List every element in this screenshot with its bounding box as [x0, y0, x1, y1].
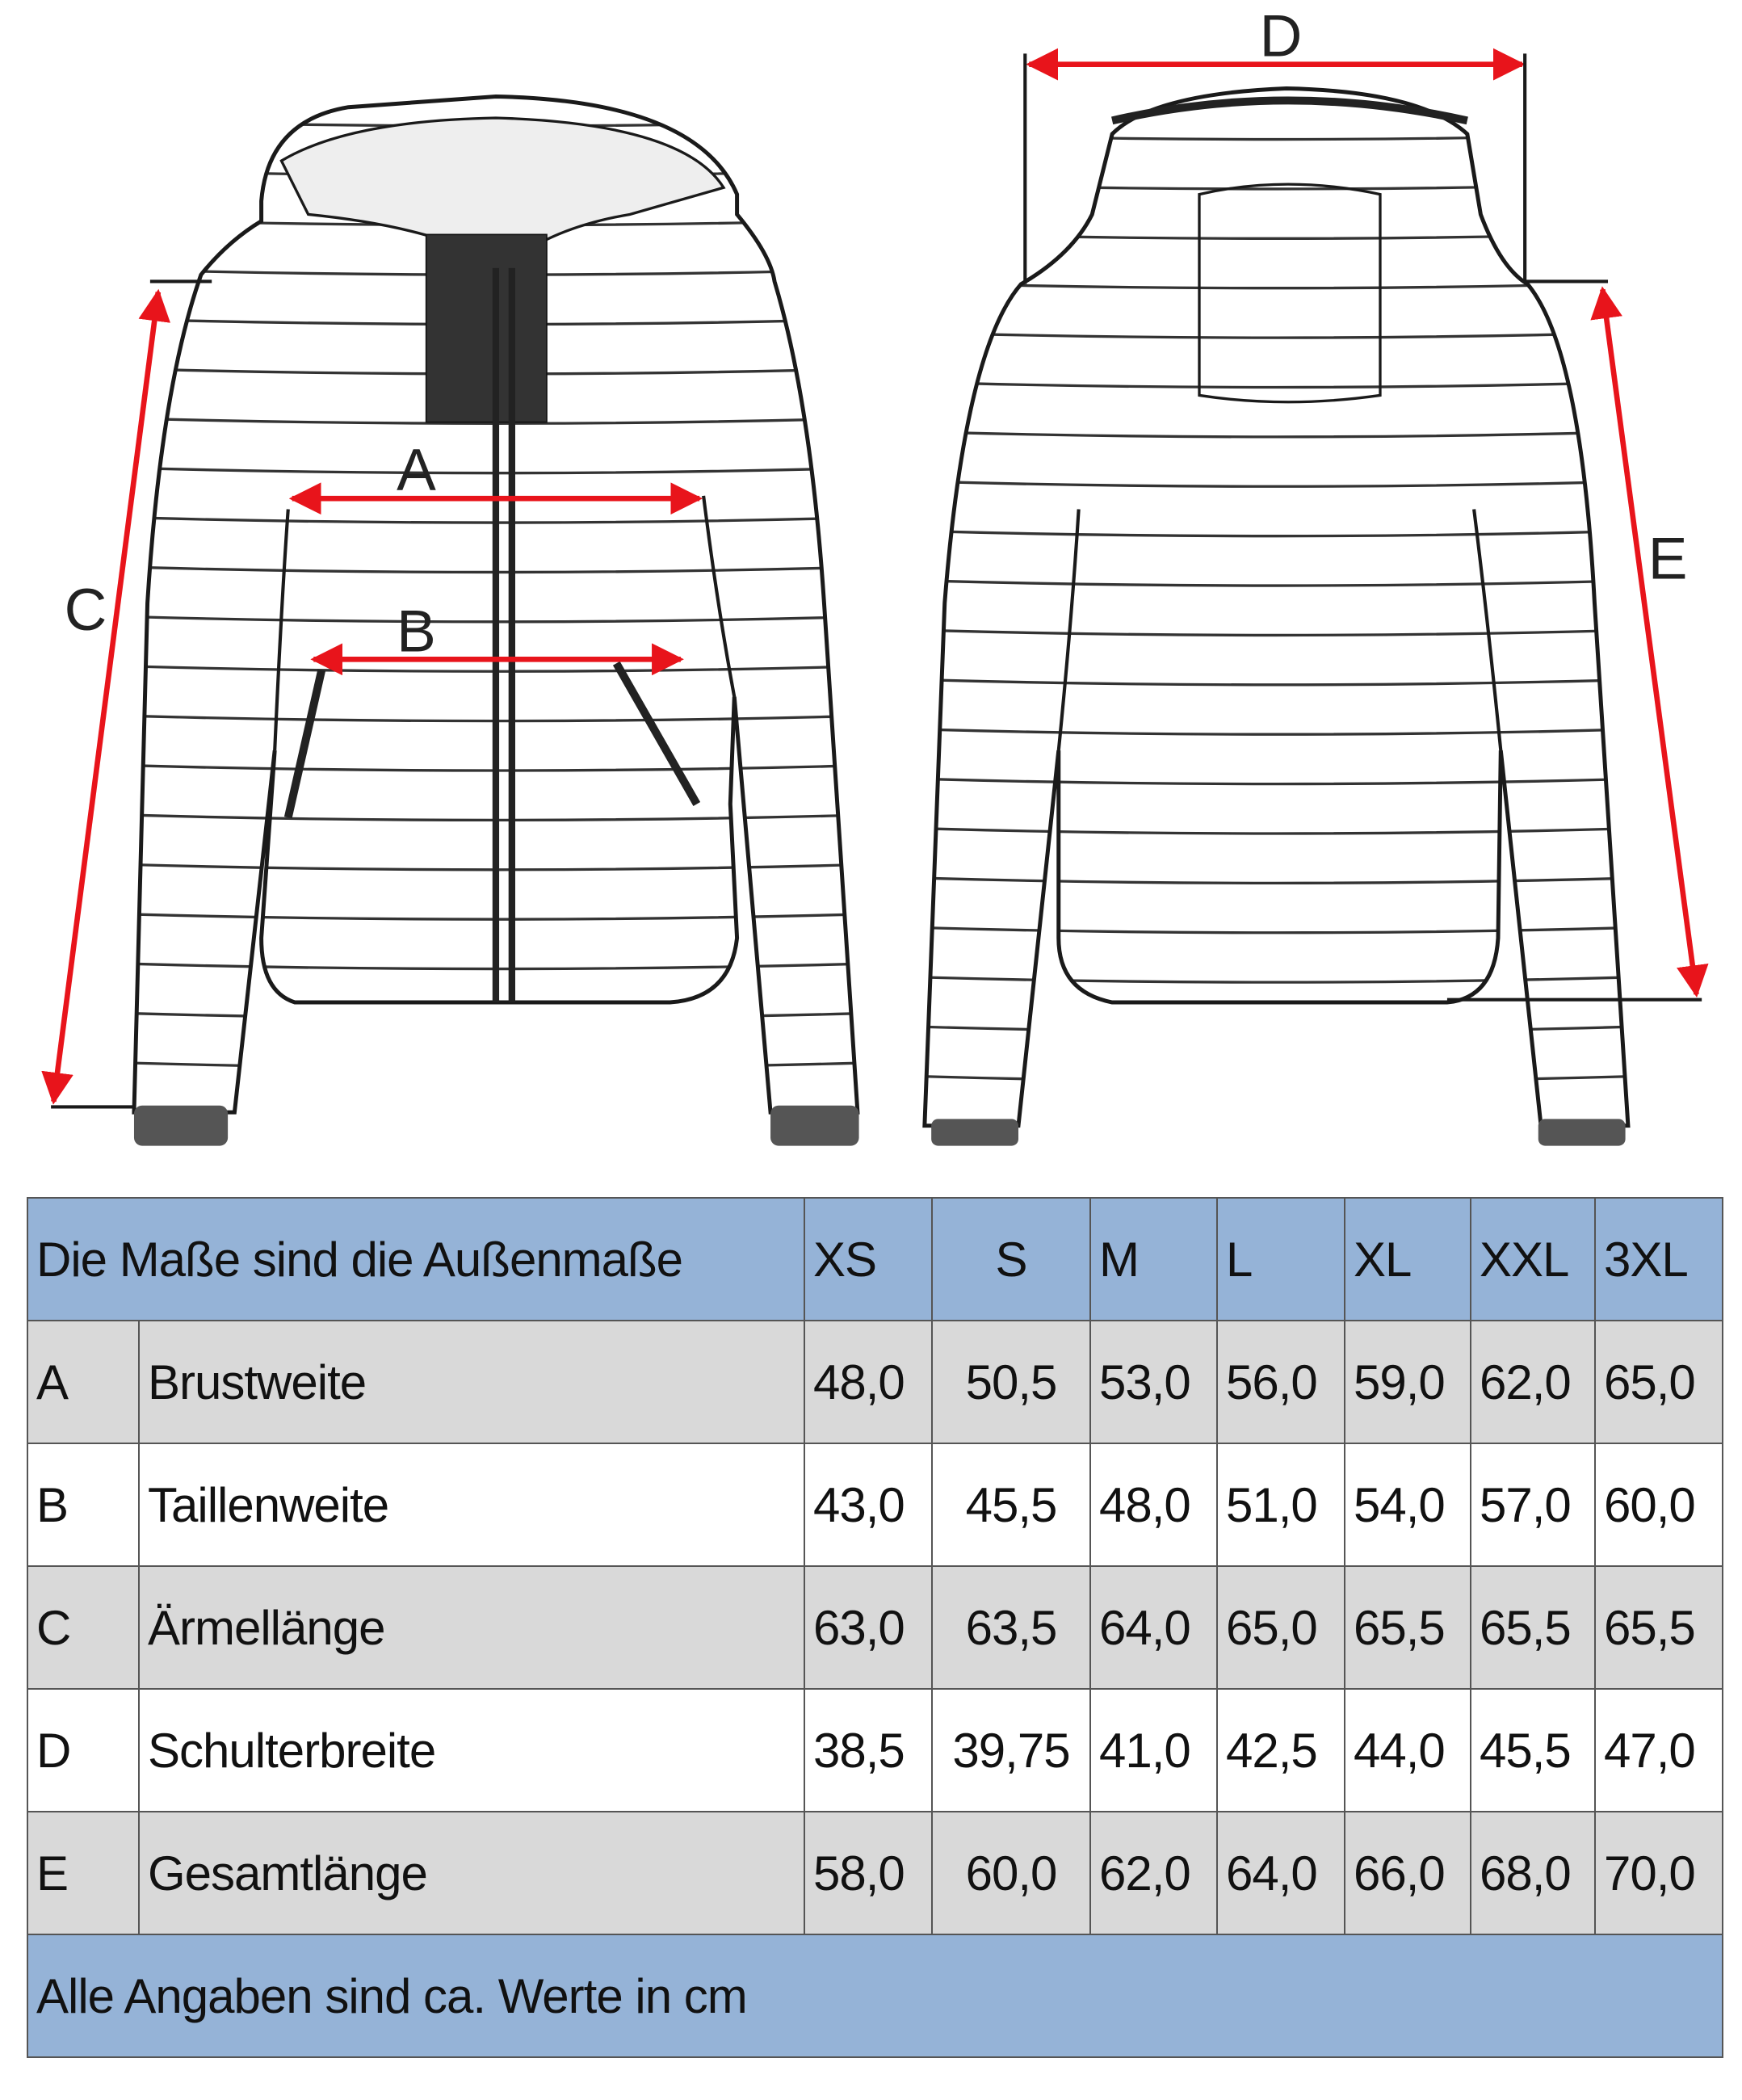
measurement-value: 60,0	[931, 1811, 1091, 1935]
measurement-name: Taillenweite	[138, 1443, 805, 1567]
measurement-value: 66,0	[1344, 1811, 1471, 1935]
measurement-value: 64,0	[1216, 1811, 1345, 1935]
measurement-value: 48,0	[804, 1320, 933, 1444]
measurement-key: E	[27, 1811, 140, 1935]
measurement-value: 62,0	[1089, 1811, 1218, 1935]
footer-note: Alle Angaben sind ca. Werte in cm	[27, 1934, 1723, 2058]
quilting-line	[924, 330, 1628, 339]
measurement-value: 42,5	[1216, 1688, 1345, 1812]
measurement-value: 39,75	[931, 1688, 1091, 1812]
measurement-value: 65,5	[1594, 1565, 1723, 1690]
size-header: L	[1216, 1197, 1345, 1321]
size-header: XL	[1344, 1197, 1471, 1321]
measurement-value: 62,0	[1470, 1320, 1596, 1444]
measurement-key: B	[27, 1443, 140, 1567]
quilting-line	[924, 380, 1628, 389]
quilting-line	[924, 628, 1628, 637]
measurement-key: A	[27, 1320, 140, 1444]
quilting-line	[924, 479, 1628, 488]
measurement-value: 65,0	[1216, 1565, 1345, 1690]
measurement-value: 57,0	[1470, 1443, 1596, 1567]
arrow-c	[41, 288, 170, 1105]
left-cuff	[133, 1105, 229, 1146]
measurement-value: 65,5	[1344, 1565, 1471, 1690]
quilting-line	[924, 232, 1628, 240]
size-header: XS	[804, 1197, 933, 1321]
measurement-arrows	[41, 48, 1709, 1105]
measurement-name: Ärmellänge	[138, 1565, 805, 1690]
measurement-value: 65,5	[1470, 1565, 1596, 1690]
measurement-value: 59,0	[1344, 1320, 1471, 1444]
size-header: XXL	[1470, 1197, 1596, 1321]
label-e: E	[1648, 527, 1688, 592]
size-table: Die Maße sind die Außenmaße XS S M L XL …	[27, 1197, 1723, 2058]
quilting-line	[924, 975, 1628, 984]
back-jacket-illustration	[922, 86, 1631, 1146]
measurement-name: Schulterbreite	[138, 1688, 805, 1812]
right-cuff	[770, 1105, 859, 1146]
measurement-value: 58,0	[804, 1811, 933, 1935]
quilting-line	[924, 826, 1628, 835]
quilting-line	[924, 678, 1628, 687]
quilting-line	[924, 727, 1628, 736]
measurement-value: 70,0	[1594, 1811, 1723, 1935]
measurement-name: Brustweite	[138, 1320, 805, 1444]
measurement-value: 43,0	[804, 1443, 933, 1567]
measurement-value: 47,0	[1594, 1688, 1723, 1812]
measurement-value: 48,0	[1089, 1443, 1218, 1567]
front-jacket-illustration	[132, 94, 860, 1146]
quilting-line	[133, 1011, 858, 1020]
measurement-value: 45,5	[931, 1443, 1091, 1567]
measurement-value: 38,5	[804, 1688, 933, 1812]
measurement-value: 60,0	[1594, 1443, 1723, 1567]
measurement-value: 56,0	[1216, 1320, 1345, 1444]
size-header: S	[931, 1197, 1091, 1321]
label-d: D	[1260, 4, 1303, 69]
table-header-row: Die Maße sind die Außenmaße XS S M L XL …	[27, 1197, 1723, 1321]
measurement-value: 65,0	[1594, 1320, 1723, 1444]
quilting-line	[924, 1124, 1628, 1126]
measurement-value: 63,0	[804, 1565, 933, 1690]
measurement-value: 64,0	[1089, 1565, 1218, 1690]
measurement-value: 44,0	[1344, 1688, 1471, 1812]
quilting-line	[924, 777, 1628, 786]
measurement-value: 51,0	[1216, 1443, 1345, 1567]
quilting-line	[924, 1074, 1628, 1083]
quilting-line	[133, 1061, 858, 1069]
table-footer-row: Alle Angaben sind ca. Werte in cm	[27, 1934, 1723, 2058]
arrow-e	[1590, 286, 1709, 998]
measurement-key: C	[27, 1565, 140, 1690]
measurement-key: D	[27, 1688, 140, 1812]
label-b: B	[397, 598, 436, 664]
quilting-line	[924, 430, 1628, 439]
measurement-name: Gesamtlänge	[138, 1811, 805, 1935]
size-header: M	[1089, 1197, 1218, 1321]
measurement-value: 63,5	[931, 1565, 1091, 1690]
measurement-guide-lines	[51, 53, 1702, 1109]
quilting-line	[924, 578, 1628, 587]
header-title: Die Maße sind die Außenmaße	[27, 1197, 805, 1321]
quilting-line	[924, 876, 1628, 885]
measurement-value: 41,0	[1089, 1688, 1218, 1812]
quilting-line	[924, 926, 1628, 934]
jacket-measurement-diagram: A B C D E	[41, 4, 1709, 1146]
size-header: 3XL	[1594, 1197, 1723, 1321]
quilting-line	[924, 529, 1628, 538]
measurement-value: 68,0	[1470, 1811, 1596, 1935]
measurement-value: 50,5	[931, 1320, 1091, 1444]
measurement-value: 53,0	[1089, 1320, 1218, 1444]
label-c: C	[65, 578, 107, 643]
quilting-line	[924, 132, 1628, 141]
measurement-value: 45,5	[1470, 1688, 1596, 1812]
measurement-value: 54,0	[1344, 1443, 1471, 1567]
label-a: A	[397, 438, 436, 503]
